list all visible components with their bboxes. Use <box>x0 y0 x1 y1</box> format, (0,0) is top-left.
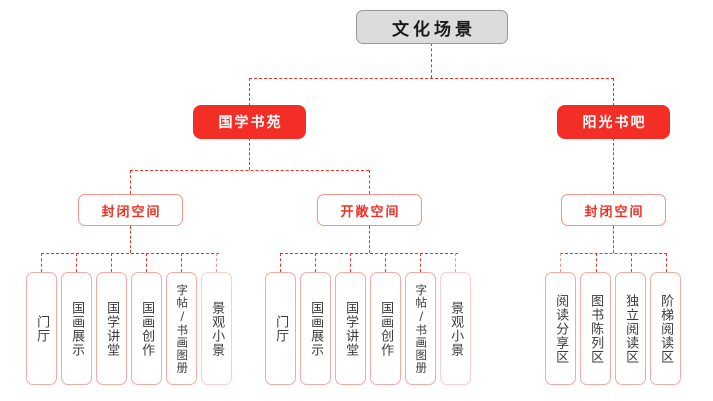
node-level3-closed-space-2[interactable]: 封闭空间 <box>561 194 666 226</box>
node-level3-label: 开敞空间 <box>340 204 401 220</box>
leaf-label: 图书陈列区 <box>588 293 604 364</box>
leaf-label: 门厅 <box>273 314 289 343</box>
connector-drop-g1-5 <box>181 253 182 272</box>
leaf-node[interactable]: 国画展示 <box>61 272 92 385</box>
connector-drop-g2-1 <box>280 253 281 272</box>
connector-stem-guoxue <box>249 138 250 170</box>
connector-drop-g2-6 <box>455 253 456 272</box>
connector-bus-group3 <box>560 253 667 254</box>
leaf-node[interactable]: 阅读分享区 <box>545 272 576 385</box>
connector-drop-g1-2 <box>76 253 77 272</box>
node-level2-guoxue-shuyuan[interactable]: 国学书苑 <box>193 105 306 139</box>
leaf-node[interactable]: 景观小景 <box>201 272 232 385</box>
node-level2-label: 国学书苑 <box>218 115 283 131</box>
connector-drop-g3-1 <box>560 253 561 272</box>
leaf-label: 国学讲堂 <box>343 300 359 357</box>
connector-bus-guoxue <box>130 170 369 171</box>
connector-stem-group2 <box>369 226 370 253</box>
leaf-node[interactable]: 国画创作 <box>131 272 162 385</box>
leaf-node[interactable]: 国画创作 <box>370 272 401 385</box>
leaf-node[interactable]: 国学讲堂 <box>335 272 366 385</box>
leaf-label: 字帖/书画图册 <box>175 283 190 374</box>
leaf-node[interactable]: 门厅 <box>26 272 57 385</box>
leaf-node[interactable]: 阶梯阅读区 <box>650 272 681 385</box>
leaf-label: 国学讲堂 <box>104 300 120 357</box>
leaf-label: 国画展示 <box>69 300 85 357</box>
connector-drop-g2-4 <box>385 253 386 272</box>
leaf-node[interactable]: 门厅 <box>265 272 296 385</box>
node-root-label: 文化场景 <box>392 19 476 40</box>
leaf-label: 独立阅读区 <box>623 293 639 364</box>
connector-drop-g2-5 <box>420 253 421 272</box>
leaf-label: 国画展示 <box>308 300 324 357</box>
connector-drop-g2-2 <box>315 253 316 272</box>
connector-root-stem <box>431 43 432 78</box>
leaf-label: 景观小景 <box>448 300 464 357</box>
connector-drop-level2-right <box>613 78 614 106</box>
node-level2-yangguang-shuba[interactable]: 阳光书吧 <box>557 105 670 139</box>
connector-stem-group3 <box>613 226 614 253</box>
connector-drop-g1-6 <box>216 253 217 272</box>
connector-drop-level2-left <box>249 78 250 106</box>
connector-drop-g3-2 <box>596 253 597 272</box>
connector-drop-g2-3 <box>350 253 351 272</box>
node-level3-closed-space-1[interactable]: 封闭空间 <box>78 194 183 226</box>
leaf-label: 字帖/书画图册 <box>414 283 429 374</box>
leaf-node[interactable]: 字帖/书画图册 <box>166 272 197 385</box>
node-level3-open-space[interactable]: 开敞空间 <box>317 194 422 226</box>
leaf-label: 国画创作 <box>378 300 394 357</box>
leaf-node[interactable]: 字帖/书画图册 <box>405 272 436 385</box>
connector-drop-g3-4 <box>666 253 667 272</box>
leaf-node[interactable]: 国学讲堂 <box>96 272 127 385</box>
node-level2-label: 阳光书吧 <box>582 115 647 131</box>
node-level3-label: 封闭空间 <box>584 204 645 220</box>
leaf-label: 国画创作 <box>139 300 155 357</box>
leaf-node[interactable]: 国画展示 <box>300 272 331 385</box>
connector-drop-g1-1 <box>41 253 42 272</box>
connector-drop-closed-1 <box>130 170 131 194</box>
connector-drop-g1-4 <box>146 253 147 272</box>
node-level3-label: 封闭空间 <box>101 204 162 220</box>
connector-stem-group1 <box>130 226 131 253</box>
connector-stem-yangguang <box>613 138 614 194</box>
connector-drop-open-1 <box>369 170 370 194</box>
connector-drop-g3-3 <box>631 253 632 272</box>
connector-level2-bus <box>249 78 614 79</box>
leaf-label: 阅读分享区 <box>553 293 569 364</box>
leaf-label: 阶梯阅读区 <box>658 293 674 364</box>
leaf-label: 门厅 <box>34 314 50 343</box>
connector-drop-g1-3 <box>111 253 112 272</box>
leaf-node[interactable]: 独立阅读区 <box>615 272 646 385</box>
leaf-label: 景观小景 <box>209 300 225 357</box>
node-root-cultural-scene[interactable]: 文化场景 <box>356 10 508 44</box>
leaf-node[interactable]: 景观小景 <box>440 272 471 385</box>
connector-bus-group1 <box>41 253 219 254</box>
leaf-node[interactable]: 图书陈列区 <box>580 272 611 385</box>
connector-bus-group2 <box>280 253 458 254</box>
